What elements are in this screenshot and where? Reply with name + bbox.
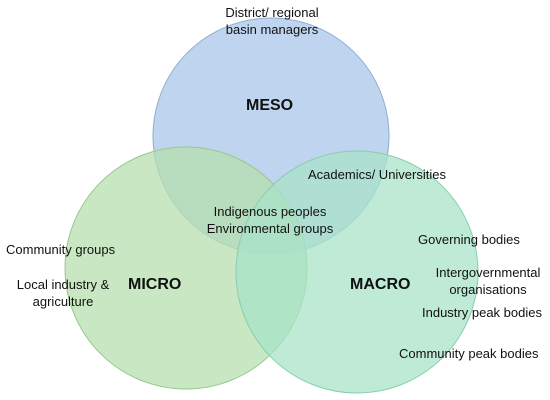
meso-circle-label: MESO xyxy=(246,97,294,114)
environmental-label: Environmental groups xyxy=(206,221,334,236)
macro-circle-label: MACRO xyxy=(350,276,411,293)
intergovernmental-label: Intergovernmental organisations xyxy=(426,264,550,298)
micro-circle-label: MICRO xyxy=(128,276,182,293)
meso-label-line1: District/ regional xyxy=(225,5,319,20)
macro-circle xyxy=(235,150,479,394)
industry-peak-label: Industry peak bodies xyxy=(422,305,542,320)
community-groups-label: Community groups xyxy=(6,242,116,257)
local-industry-line1: Local industry & xyxy=(16,277,110,292)
center-overlap-labels: Indigenous peoples Environmental groups xyxy=(200,203,340,237)
academics-label: Academics/ Universities xyxy=(308,167,446,182)
meso-label-line2: basin managers xyxy=(225,22,319,37)
intergov-line1: Intergovernmental xyxy=(435,265,541,280)
indigenous-label: Indigenous peoples xyxy=(213,204,327,219)
community-peak-label: Community peak bodies xyxy=(399,346,539,361)
local-industry-line2: agriculture xyxy=(32,294,94,309)
local-industry-label: Local industry & agriculture xyxy=(8,276,118,310)
meso-title-text: District/ regional basin managers xyxy=(210,4,334,38)
intergov-line2: organisations xyxy=(449,282,527,297)
governing-bodies-label: Governing bodies xyxy=(418,232,520,247)
